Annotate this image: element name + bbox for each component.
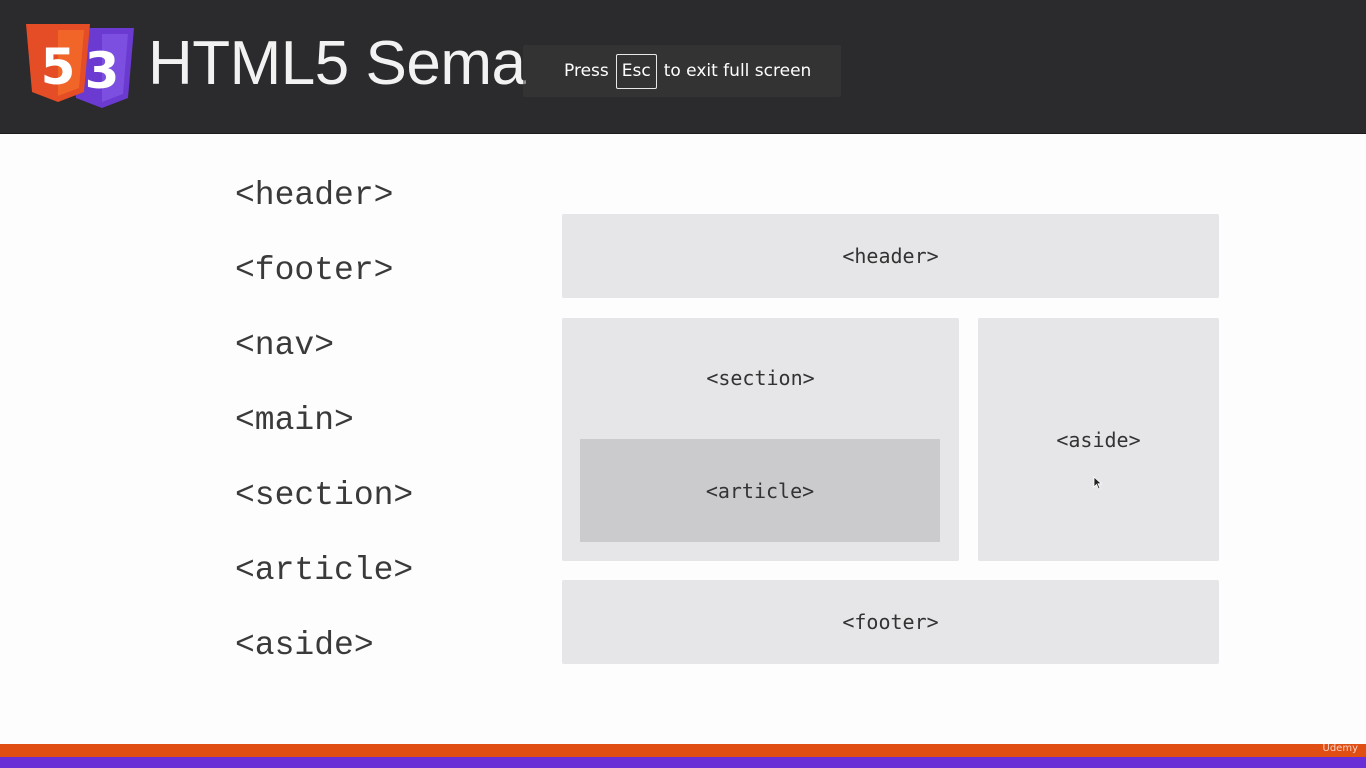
diagram-section-label: <section> — [706, 366, 815, 390]
mouse-pointer-icon — [1093, 475, 1103, 490]
diagram-footer-label: <footer> — [842, 610, 939, 634]
svg-text:3: 3 — [85, 42, 120, 100]
tag-item-nav: <nav> — [235, 327, 335, 364]
svg-text:5: 5 — [41, 38, 76, 96]
diagram-article-box: <article> — [580, 439, 940, 542]
diagram-article-label: <article> — [705, 478, 815, 503]
esc-key-hint: Esc — [615, 53, 657, 89]
tag-item-footer: <footer> — [235, 252, 394, 289]
udemy-watermark: Udemy — [1322, 743, 1358, 754]
tag-item-section: <section> — [235, 477, 414, 514]
fullscreen-notice-suffix: to exit full screen — [663, 61, 812, 81]
diagram-header-box: <header> — [562, 214, 1219, 298]
tag-item-article: <article> — [235, 552, 414, 589]
diagram-aside-label: <aside> — [1056, 427, 1141, 452]
html5-css3-logo-icon: 3 5 — [24, 22, 136, 110]
diagram-footer-box: <footer> — [562, 580, 1219, 664]
fullscreen-notice: Press Esc to exit full screen — [523, 45, 841, 97]
tag-item-aside: <aside> — [235, 627, 374, 664]
title-bar: 3 5 HTML5 Sema Press Esc to exit full sc… — [0, 0, 1366, 134]
bottom-stripe-orange — [0, 744, 1366, 757]
bottom-stripe-purple — [0, 757, 1366, 768]
diagram-aside-box: <aside> — [978, 318, 1219, 561]
semantic-tag-list: <header> <footer> <nav> <main> <section>… — [235, 172, 413, 697]
tag-item-header: <header> — [235, 177, 394, 214]
fullscreen-notice-prefix: Press — [564, 61, 609, 81]
slide-title: HTML5 Sema — [148, 29, 526, 98]
tag-item-main: <main> — [235, 402, 354, 439]
diagram-section-box: <section> <article> — [562, 318, 959, 561]
diagram-header-label: <header> — [842, 244, 939, 268]
